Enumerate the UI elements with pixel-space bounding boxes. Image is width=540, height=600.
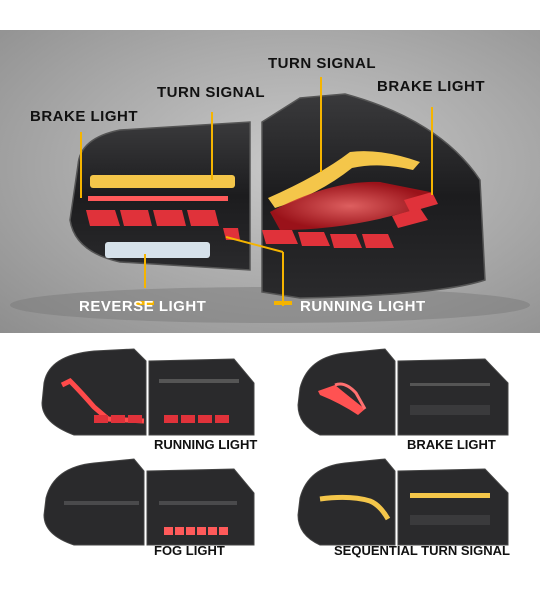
label-brake-light-right: BRAKE LIGHT [377,78,485,95]
thumbnail-sequential-turn-signal [297,458,509,546]
right-turn-swoosh [268,151,420,208]
callout-leader-lines [80,77,433,306]
callout-ticks [136,301,292,305]
label-brake-light-left: BRAKE LIGHT [30,108,138,125]
caption-fog-light: FOG LIGHT [154,543,225,558]
right-running-segments [262,192,438,248]
caption-sequential-turn-signal: SEQUENTIAL TURN SIGNAL [334,543,510,558]
caption-running-light: RUNNING LIGHT [154,437,258,452]
taillight-illustration [10,77,530,323]
label-turn-signal-top: TURN SIGNAL [268,55,376,72]
label-reverse-light: REVERSE LIGHT [79,298,207,315]
label-running-light: RUNNING LIGHT [300,298,426,315]
left-running-segments [86,210,240,240]
thumbnail-brake-light [297,348,509,436]
hero-image: TURN SIGNAL TURN SIGNAL BRAKE LIGHT BRAK… [0,30,540,333]
left-turn-bar [90,175,235,188]
thumbnail-running-light [41,348,255,436]
left-brake-bar [88,196,228,201]
thumbnail-fog-light [43,458,255,546]
right-brake-glow [270,181,430,230]
reverse-light-strip [105,242,210,258]
caption-brake-light: BRAKE LIGHT [407,437,496,452]
mode-thumbnail-grid: RUNNING LIGHT BRAKE LIGHT FOG LIGHT SEQU… [0,333,540,600]
label-turn-signal-left: TURN SIGNAL [157,84,265,101]
